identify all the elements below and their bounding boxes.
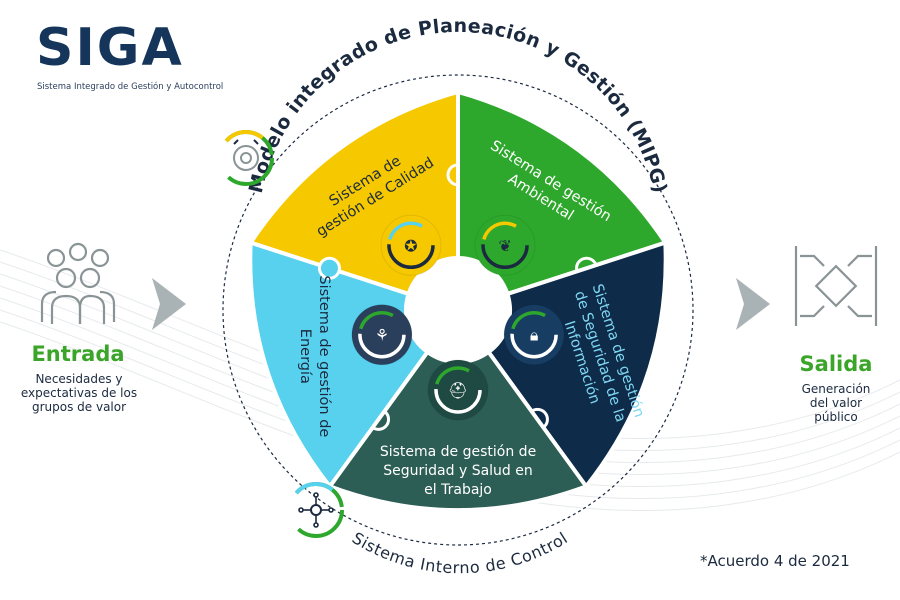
network-cycle-icon [288,482,344,538]
svg-text:⚘: ⚘ [375,326,389,345]
salida-description: Generación del valor público [801,382,871,424]
helmet-icon: ⛑︎ [427,359,489,421]
sic-label: Sistema Interno de Control [349,528,571,577]
gear-cycle-icon [218,130,274,186]
entrada-arrow [152,278,186,330]
segment-label: Sistema de gestión deEnergía [297,275,332,437]
svg-text:❦: ❦ [498,236,511,255]
segment-energia: ⚘ Sistema de gestión deEnergía [248,239,431,490]
svg-text:✪: ✪ [404,236,417,255]
segment-calidad: ✪Sistema degestión de Calidad [247,89,470,297]
svg-text:🔒︎: 🔒︎ [530,326,539,345]
puzzle-knob [317,256,341,280]
footnote: *Acuerdo 4 de 2021 [700,552,850,570]
salida-arrow [736,278,770,330]
logo-wordmark: SIGA [36,18,184,78]
salida-title: Salida [799,352,873,376]
wind-turbine-icon: ⚘ [351,304,413,366]
logo-subtitle: Sistema Integrado de Gestión y Autocontr… [37,82,224,92]
svg-text:⛑︎: ⛑︎ [448,381,468,400]
leaf-icon: ❦ [474,214,536,276]
joined-hands-icon [794,246,878,326]
award-icon: ✪ [380,214,442,276]
entrada-description: Necesidades y expectativas de los grupos… [20,372,138,414]
lock-icon: 🔒︎ [503,304,565,366]
outer-dashed-ring [222,74,694,546]
people-group-icon [40,242,116,324]
entrada-title: Entrada [31,342,125,366]
segment-seguridad-informacion: 🔒︎Sistema de gestiónde Seguridad de laIn… [485,239,668,490]
